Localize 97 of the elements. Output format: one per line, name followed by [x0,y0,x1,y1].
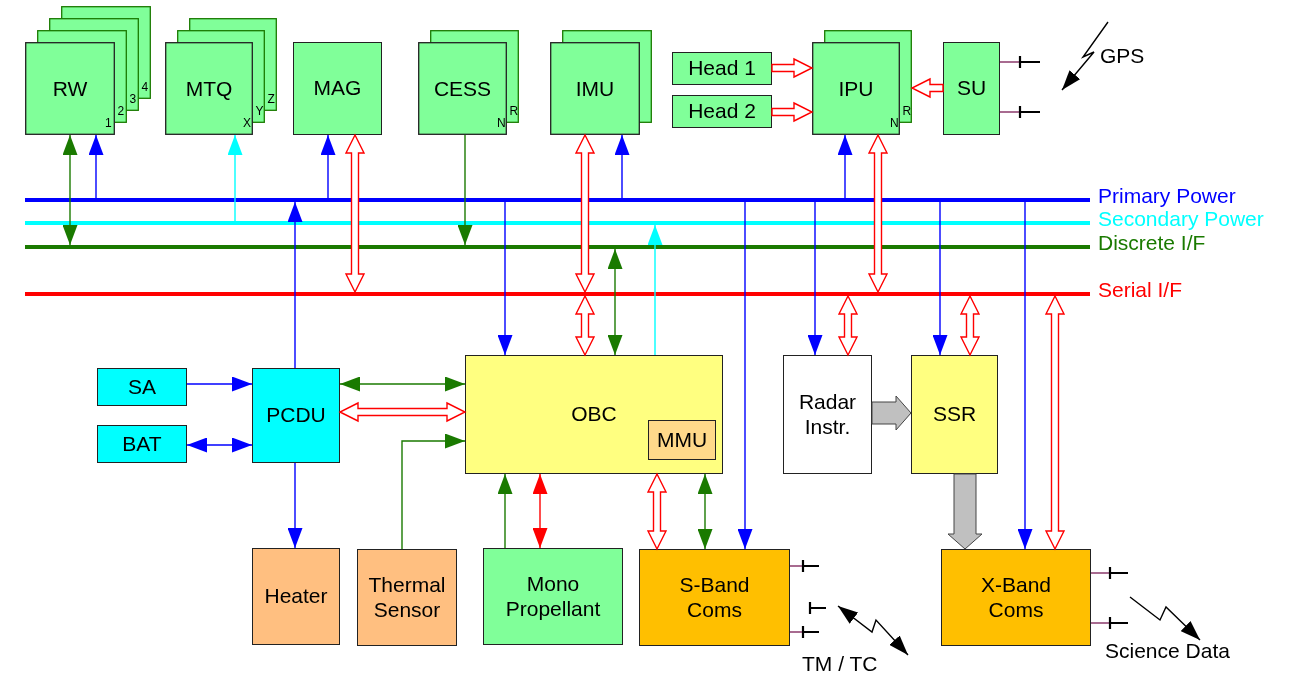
arrow [697,473,713,550]
arrow [647,224,663,356]
arrow [932,201,948,356]
index-label: Y [255,105,264,117]
signal-label: GPS [1100,44,1145,68]
arrow [457,134,473,246]
unit-box [483,548,623,645]
hollow-arrow [1044,294,1066,551]
unit-box [783,355,872,474]
hollow-arrow [338,401,467,423]
signal-label: TM / TC [802,652,878,676]
unit-label: MAG [313,76,362,101]
arrow [320,134,336,199]
unit-label: S-Band Coms [678,573,751,622]
unit-label: SU [956,76,987,101]
arrow [227,134,243,222]
unit-label: MMU [656,427,708,453]
block-arrow [947,473,983,550]
bus-label: Secondary Power [1098,207,1264,231]
stacked-unit-box [812,30,912,135]
index-label: R [509,105,519,117]
index-label: 2 [117,105,125,117]
arrow [287,462,303,549]
index-label: 3 [129,93,137,105]
bus-label: Discrete I/F [1098,231,1206,255]
stacked-unit-box [550,30,652,135]
unit-label: Head 1 [688,56,756,81]
index-label: X [243,117,251,129]
arrow [737,201,753,550]
unit-box [941,549,1091,646]
arrow [287,201,303,369]
unit-box [672,52,772,85]
unit-box [911,355,998,474]
unit-box [97,425,187,463]
block-arrow [871,395,912,431]
unit-box [293,42,382,135]
arrow [532,473,548,549]
unit-label: BAT [122,431,162,457]
arrow [62,134,78,246]
unit-label: Mono Propellant [504,572,602,621]
unit-label: Heater [264,584,328,609]
hollow-arrow [574,133,596,294]
unit-label: MTQ [184,76,234,101]
unit-label: RW [51,76,89,101]
arrow [88,134,104,199]
hollow-arrow [959,294,981,357]
unit-box [97,368,187,406]
unit-box [252,368,340,463]
unit-label: CESS [432,76,493,101]
stacked-unit-box [165,18,277,135]
unit-label: IPU [837,76,875,101]
unit-label: Radar Instr. [797,390,858,439]
unit-box [357,549,457,646]
unit-label: PCDU [266,403,326,428]
arrow [497,201,513,356]
unit-label: IMU [574,76,616,101]
index-label: 1 [105,117,112,129]
unit-label: SSR [932,402,977,427]
index-label: N [890,117,899,129]
arrow [607,248,623,356]
unit-label: SA [128,374,156,400]
hollow-arrow [771,57,814,79]
bus-label: Primary Power [1098,184,1236,208]
arrow [807,201,823,356]
arrow [1017,201,1033,550]
unit-box [639,549,790,646]
unit-box [672,95,772,128]
arrow [614,134,630,199]
unit-label: Thermal Sensor [367,573,447,622]
hollow-arrow [837,294,859,357]
index-label: N [497,117,506,129]
bus-label: Serial I/F [1098,278,1183,302]
index-label: R [902,105,912,117]
hollow-arrow [574,294,596,357]
arrow [339,376,466,392]
arrow [186,376,253,392]
arrow [497,473,513,549]
unit-label: OBC [571,402,617,427]
index-label: 4 [141,81,149,93]
unit-box [465,355,723,474]
index-label: Z [267,93,275,105]
hollow-arrow [771,101,814,123]
unit-label: X-Band Coms [979,573,1052,622]
unit-box [648,420,716,460]
unit-label: Head 2 [688,99,756,124]
hollow-arrow [344,133,366,294]
signal-label: Science Data [1105,639,1230,663]
hollow-arrow [646,472,668,551]
arrow [837,134,853,199]
hollow-arrow [910,77,944,99]
stacked-unit-box [25,6,151,135]
stacked-unit-box [418,30,519,135]
arrow [401,433,466,550]
hollow-arrow [867,133,889,294]
unit-box [252,548,340,645]
arrow [186,437,253,453]
unit-box [943,42,1000,135]
